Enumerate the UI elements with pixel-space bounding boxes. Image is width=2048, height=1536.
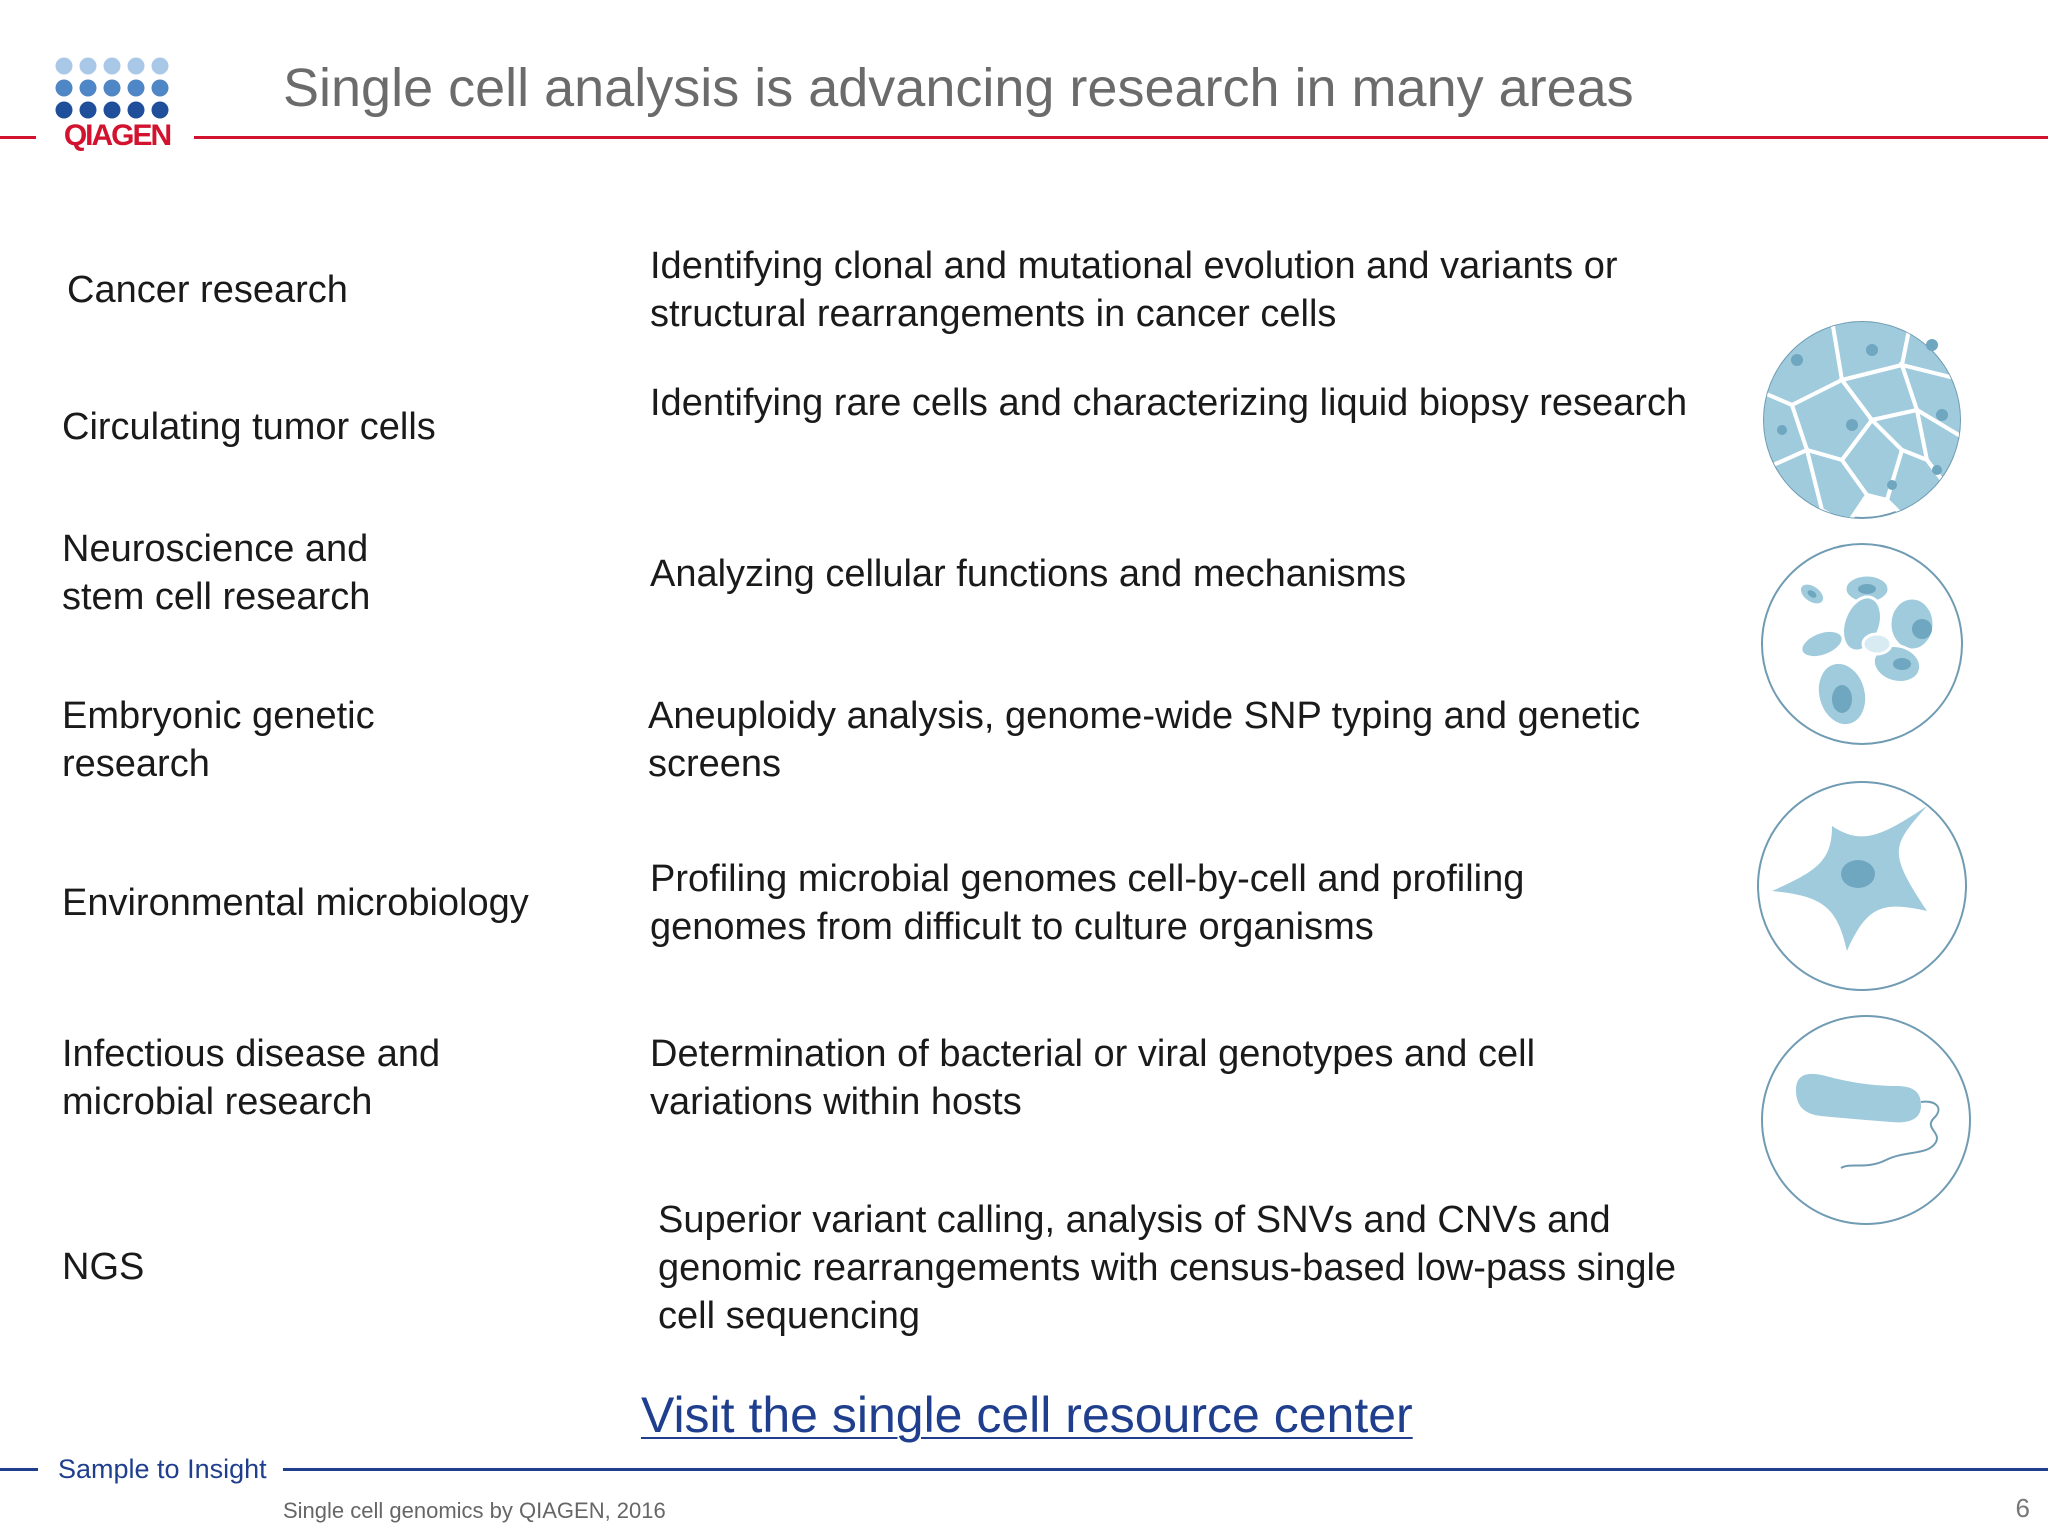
- research-area-description: Superior variant calling, analysis of SN…: [658, 1199, 1677, 1337]
- footer-rule-left: [0, 1468, 38, 1471]
- stellate-cell-icon: [1757, 781, 1967, 991]
- qiagen-logo: QIAGEN: [52, 55, 180, 155]
- research-area-description: Identifying rare cells and characterizin…: [650, 382, 1688, 424]
- header-rule: [194, 136, 2048, 139]
- research-area-description: Identifying clonal and mutational evolut…: [650, 245, 1618, 335]
- logo-dots-icon: [55, 57, 169, 119]
- footer-tagline: Sample to Insight: [58, 1454, 267, 1484]
- page-number: 6: [2015, 1493, 2030, 1523]
- bacterium-icon: [1761, 1015, 1971, 1225]
- research-area-label: Infectious disease and microbial researc…: [62, 1033, 441, 1123]
- blood-cells-icon: [1761, 543, 1963, 745]
- footer-rule: [283, 1468, 2048, 1471]
- research-area-label: Embryonic genetic research: [62, 695, 375, 785]
- footer-note: Single cell genomics by QIAGEN, 2016: [283, 1498, 666, 1523]
- research-area-label: NGS: [62, 1246, 145, 1288]
- logo-wordmark: QIAGEN: [63, 119, 172, 152]
- research-area-description: Aneuploidy analysis, genome-wide SNP typ…: [648, 695, 1641, 785]
- resource-center-link[interactable]: Visit the single cell resource center: [641, 1387, 1413, 1443]
- research-area-description: Determination of bacterial or viral geno…: [650, 1033, 1536, 1123]
- tissue-cells-icon: [1763, 321, 1961, 519]
- research-area-label: Neuroscience and stem cell research: [62, 528, 371, 618]
- research-area-label: Cancer research: [67, 269, 348, 311]
- slide-title: Single cell analysis is advancing resear…: [283, 58, 1634, 118]
- research-area-label: Circulating tumor cells: [62, 406, 436, 448]
- research-area-description: Analyzing cellular functions and mechani…: [650, 553, 1407, 595]
- research-area-description: Profiling microbial genomes cell-by-cell…: [650, 858, 1525, 948]
- header-rule-left: [0, 136, 36, 139]
- research-area-label: Environmental microbiology: [62, 882, 529, 924]
